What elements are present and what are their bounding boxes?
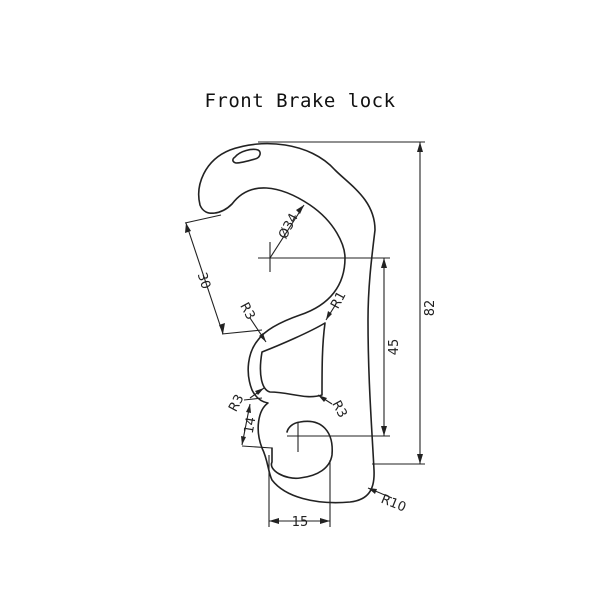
- dim-14-arrow-bottom: [241, 436, 246, 445]
- lower-hook: [270, 420, 333, 480]
- dim-dia34-arrow: [296, 205, 304, 214]
- dim-82-arrow-bottom: [417, 454, 423, 464]
- dim-r1-label: R1: [328, 289, 349, 311]
- dim-15-arrow-left: [269, 518, 279, 524]
- dim-r3-a-arrow: [259, 333, 266, 342]
- dim-82-arrow-top: [417, 142, 423, 152]
- dim-r10-label: R10: [379, 492, 408, 515]
- dim-r3-c-arrow: [318, 395, 327, 402]
- dim-r1-arrow: [326, 311, 332, 320]
- dim-30-arrow-bottom: [219, 323, 225, 334]
- dim-30-arrow-top: [185, 223, 191, 233]
- dim-15-label: 15: [292, 515, 309, 530]
- dim-82-label: 82: [423, 300, 438, 317]
- dim-30-ext-bottom: [221, 329, 263, 335]
- dim-45-arrow-top: [381, 258, 387, 268]
- dim-r3-b-label: R3: [226, 392, 247, 414]
- dim-14-label: 14: [242, 416, 260, 435]
- dim-r10-arrow: [368, 488, 377, 494]
- dim-30-label: 30: [194, 271, 213, 291]
- top-slot: [232, 148, 261, 164]
- dim-dia34-label: Ø34: [276, 211, 302, 242]
- dim-15-arrow-right: [320, 518, 330, 524]
- inner-window: [259, 322, 326, 398]
- dim-30-ext-top: [184, 214, 222, 224]
- part-outline: [198, 142, 376, 504]
- drawing-title: Front Brake lock: [204, 90, 396, 112]
- dim-30-line: [185, 222, 224, 335]
- dim-r3-c-label: R3: [328, 398, 349, 420]
- dim-r3-b-arrow: [255, 388, 264, 395]
- dim-14-ext-top: [243, 397, 263, 401]
- dim-r3-a-label: R3: [236, 300, 257, 322]
- dim-45-arrow-bottom: [381, 426, 387, 436]
- dim-45-label: 45: [387, 339, 402, 356]
- dim-14-arrow-top: [246, 404, 251, 413]
- dim-dia34-leader: [269, 204, 305, 259]
- dim-14-ext-bottom: [241, 445, 273, 449]
